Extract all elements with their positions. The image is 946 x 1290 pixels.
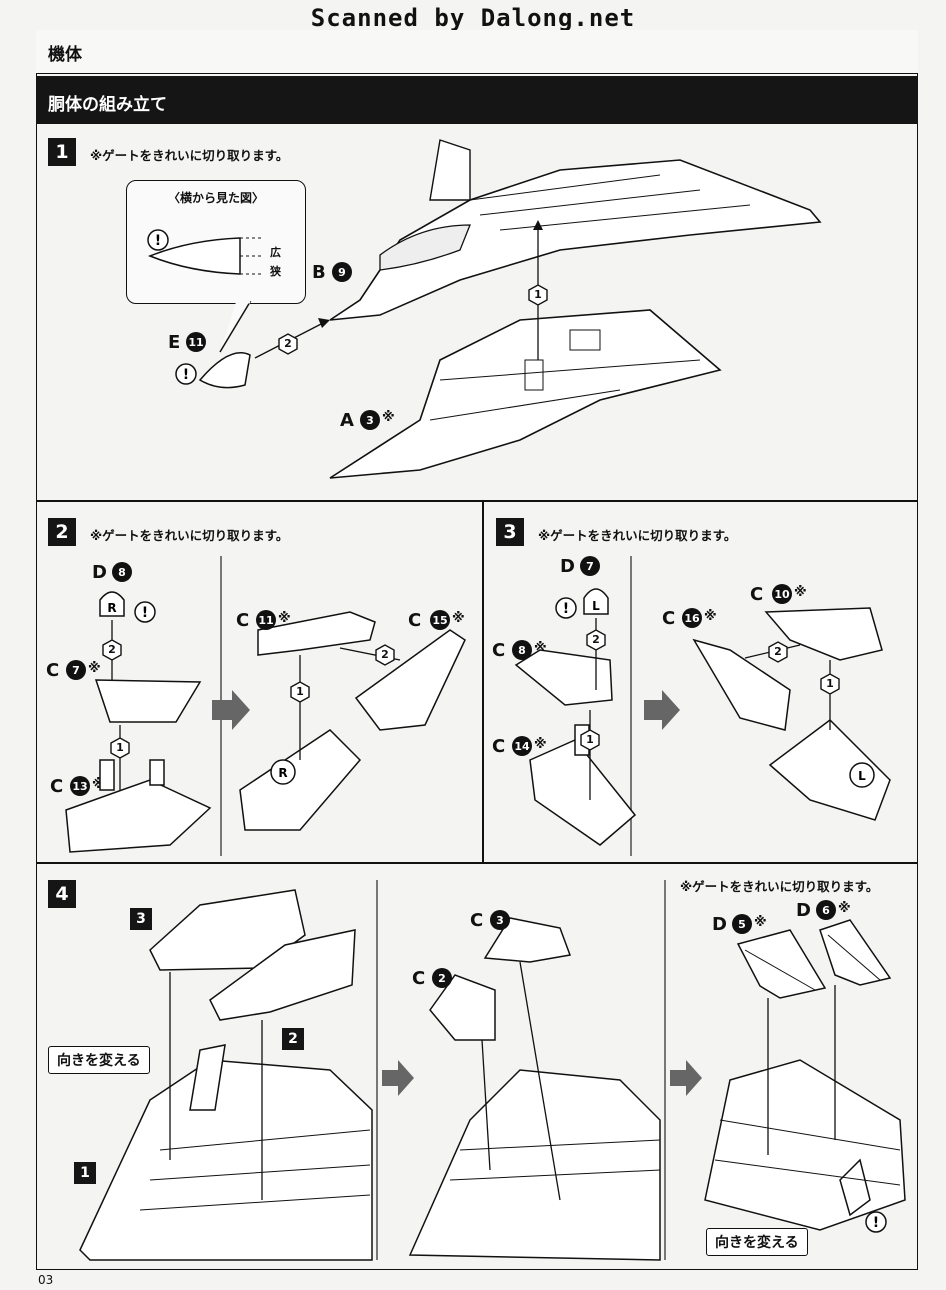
- order-1: 1: [826, 677, 834, 690]
- step-3-number: 3: [496, 518, 524, 546]
- svg-text:L: L: [592, 599, 600, 613]
- step-4-number: 4: [48, 880, 76, 908]
- gate-mark: ※: [534, 737, 547, 752]
- part-label-a3: A: [340, 410, 354, 431]
- order-2: 2: [592, 633, 600, 646]
- part-number-b: 9: [332, 262, 352, 282]
- step-1-number: 1: [48, 138, 76, 166]
- svg-text:!: !: [155, 233, 161, 249]
- part-label-d7: D: [560, 556, 575, 577]
- step-ref-2: 2: [282, 1028, 304, 1050]
- svg-text:!: !: [873, 1215, 879, 1231]
- part-label-c14: C: [492, 736, 506, 757]
- svg-text:!: !: [142, 605, 148, 621]
- part-number-c3: 3: [490, 910, 510, 930]
- side-view-title: 〈横から見た図〉: [167, 191, 264, 205]
- part-label-c7: C: [46, 660, 60, 681]
- part-label-c13: C: [50, 776, 64, 797]
- part-number-a: 3: [360, 410, 380, 430]
- part-number-c2: 2: [432, 968, 452, 988]
- gate-mark: ※: [794, 585, 807, 600]
- order-2: 2: [774, 645, 782, 658]
- section-title: 胴体の組み立て: [36, 76, 918, 124]
- order-2: 2: [381, 648, 389, 661]
- part-number-d6: 6: [816, 900, 836, 920]
- order-1: 1: [534, 288, 542, 301]
- part-number-c8: 8: [512, 640, 532, 660]
- divider: [664, 880, 666, 1260]
- part-label-c16: C: [662, 608, 676, 629]
- gate-mark: ※: [838, 901, 851, 916]
- part-number-c13: 13: [70, 776, 90, 796]
- part-number-e: 11: [186, 332, 206, 352]
- part-label-c3: C: [470, 910, 484, 931]
- part-number-d5: 5: [732, 914, 752, 934]
- part-label-b9: B: [312, 262, 326, 283]
- part-label-c15: C: [408, 610, 422, 631]
- divider: [376, 880, 378, 1260]
- gate-mark: ※: [382, 410, 395, 425]
- svg-text:R: R: [278, 766, 287, 780]
- part-label-e11: E: [168, 332, 181, 353]
- part-label-d8: D: [92, 562, 107, 583]
- divider: [630, 556, 632, 856]
- order-1: 1: [296, 685, 304, 698]
- part-number-c10: 10: [772, 584, 792, 604]
- part-label-c8: C: [492, 640, 506, 661]
- part-label-c11: C: [236, 610, 250, 631]
- step-2-number: 2: [48, 518, 76, 546]
- page-number: 03: [38, 1273, 54, 1287]
- svg-text:L: L: [858, 769, 866, 783]
- part-number-c7: 7: [66, 660, 86, 680]
- divider: [36, 862, 918, 864]
- part-label-c10: C: [750, 584, 764, 605]
- turn-over-label: 向きを変える: [706, 1228, 808, 1256]
- part-number-d8: 8: [112, 562, 132, 582]
- gate-mark: ※: [754, 915, 767, 930]
- category-heading: 機体: [36, 30, 918, 74]
- gate-note: ※ゲートをきれいに切り取ります。: [90, 528, 289, 543]
- order-1: 1: [586, 733, 594, 746]
- watermark: Scanned by Dalong.net: [310, 4, 636, 32]
- part-number-c16: 16: [682, 608, 702, 628]
- gate-note: ※ゲートをきれいに切り取ります。: [680, 879, 879, 894]
- gate-note: ※ゲートをきれいに切り取ります。: [90, 148, 289, 163]
- part-label-c2: C: [412, 968, 426, 989]
- part-number-c15: 15: [430, 610, 450, 630]
- part-label-d6: D: [796, 900, 811, 921]
- wide-label: 広: [270, 246, 281, 259]
- gate-note: ※ゲートをきれいに切り取ります。: [538, 528, 737, 543]
- step-ref-1: 1: [74, 1162, 96, 1184]
- part-number-d7: 7: [580, 556, 600, 576]
- divider: [36, 500, 918, 502]
- svg-text:R: R: [107, 601, 116, 615]
- part-label-d5: D: [712, 914, 727, 935]
- gate-mark: ※: [452, 611, 465, 626]
- svg-text:!: !: [183, 367, 189, 383]
- order-2: 2: [108, 643, 116, 656]
- gate-mark: ※: [88, 661, 101, 676]
- order-2: 2: [284, 337, 292, 350]
- narrow-label: 狭: [270, 265, 281, 278]
- gate-mark: ※: [278, 611, 291, 626]
- step-ref-3: 3: [130, 908, 152, 930]
- order-1: 1: [116, 741, 124, 754]
- turn-over-label: 向きを変える: [48, 1046, 150, 1074]
- part-number-c14: 14: [512, 736, 532, 756]
- svg-text:!: !: [563, 601, 569, 617]
- divider: [482, 500, 484, 862]
- gate-mark: ※: [704, 609, 717, 624]
- part-number-c11: 11: [256, 610, 276, 630]
